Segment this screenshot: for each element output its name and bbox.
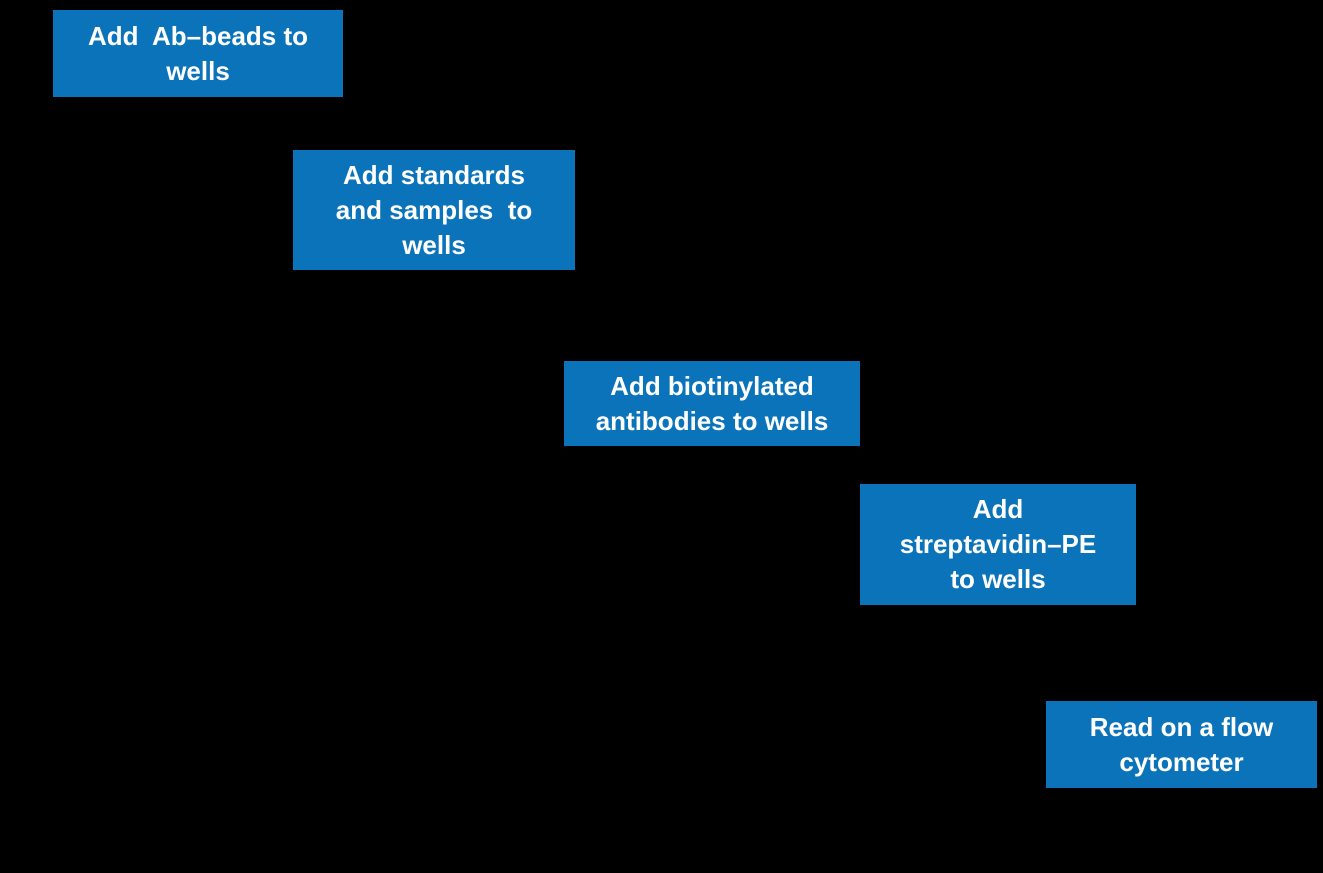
step-label: Add standards and samples to wells xyxy=(335,159,533,260)
step-label: Add Ab–beads to wells xyxy=(87,20,309,86)
step-box-read-flow-cytometer: Read on a flow cytometer xyxy=(1046,701,1317,788)
step-label: Add biotinylated antibodies to wells xyxy=(595,370,829,436)
step-box-add-standards-samples: Add standards and samples to wells xyxy=(293,150,575,270)
step-label: Read on a flow cytometer xyxy=(1089,711,1274,777)
step-box-add-ab-beads: Add Ab–beads to wells xyxy=(53,10,343,97)
step-box-add-biotinylated-antibodies: Add biotinylated antibodies to wells xyxy=(564,361,860,446)
step-label: Add streptavidin–PE to wells xyxy=(899,494,1097,594)
step-box-add-streptavidin-pe: Add streptavidin–PE to wells xyxy=(860,484,1136,605)
